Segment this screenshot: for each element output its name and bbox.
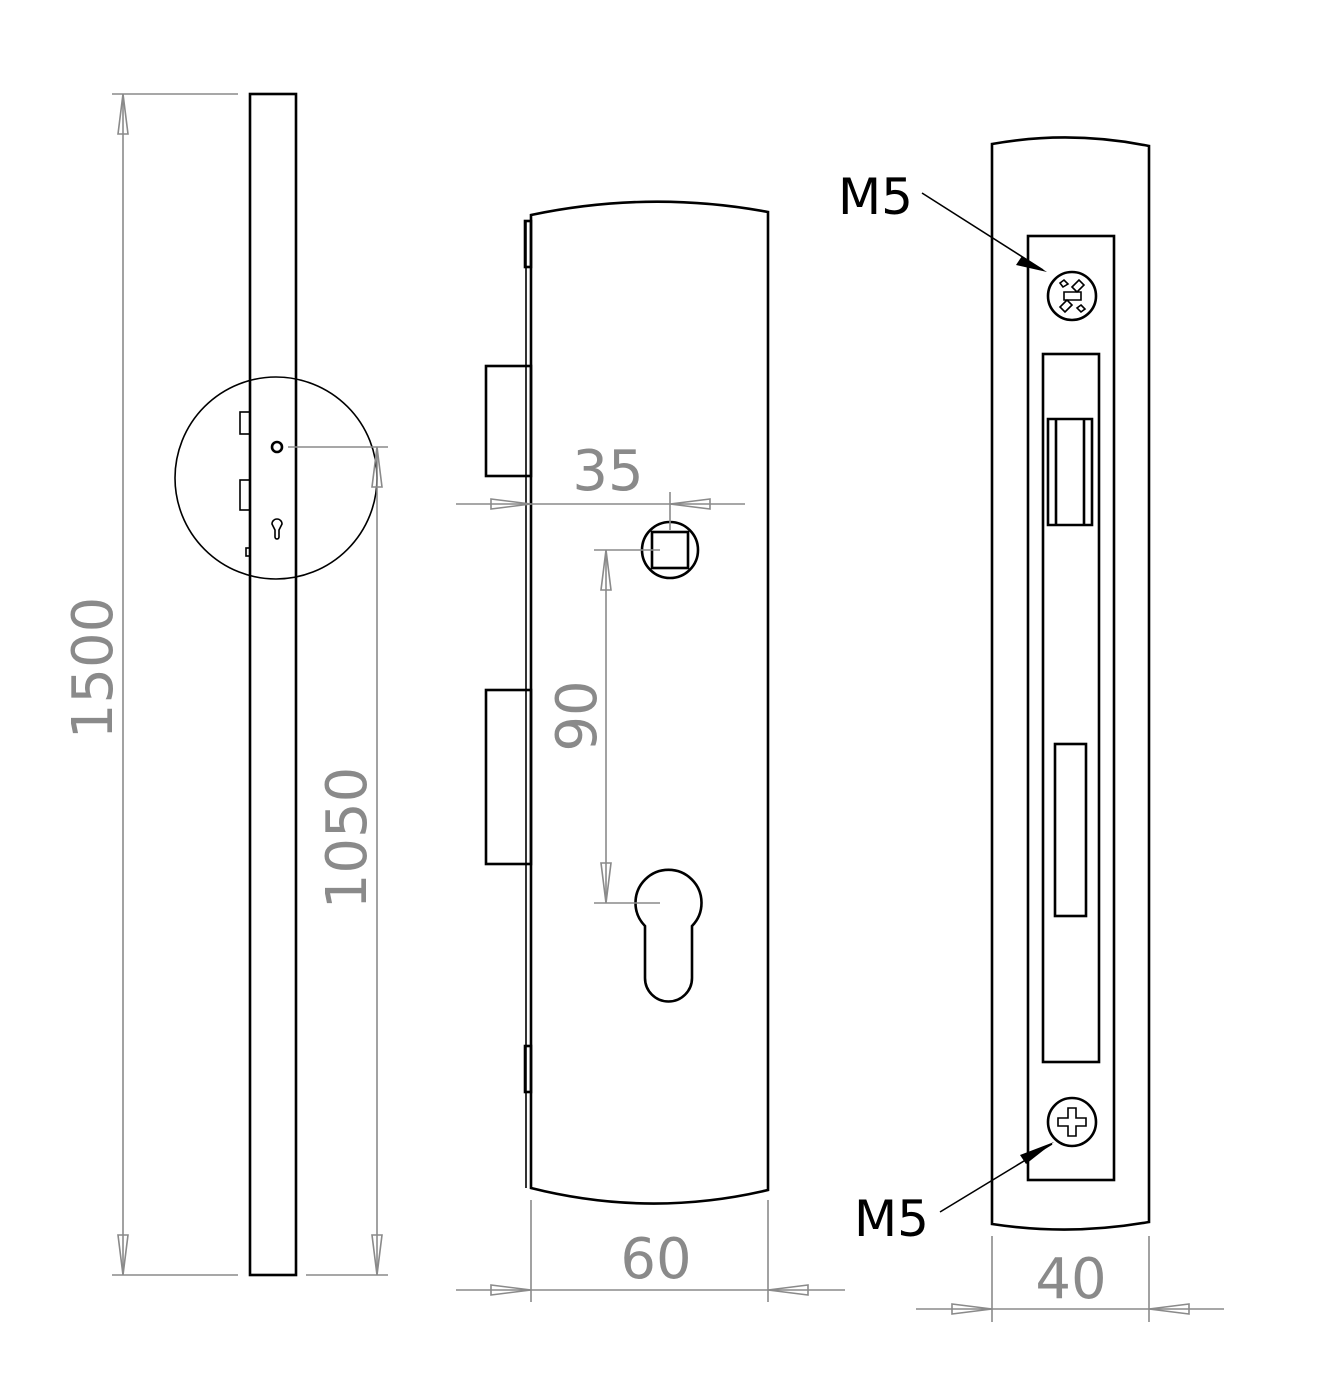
plate-tab-top <box>523 219 533 269</box>
dimension-center-distance: 90 <box>545 549 660 904</box>
dimension-90-label: 90 <box>545 680 610 751</box>
faceplate-view <box>990 136 1151 1231</box>
detail-spindle-hole <box>270 440 284 454</box>
faceplate-outline <box>990 136 1151 1231</box>
callout-bottom-screw: M5 <box>854 1142 1054 1248</box>
dimension-handle-height: 1050 <box>288 446 388 1276</box>
dimension-1050-label: 1050 <box>315 767 380 910</box>
screw-bottom <box>1046 1096 1098 1148</box>
plate-view <box>484 200 770 1205</box>
bolt-slot <box>1053 742 1088 918</box>
dimension-35-label: 35 <box>572 439 643 504</box>
screw-top <box>1046 270 1098 322</box>
forend-inner <box>1041 352 1101 1064</box>
latch-bolt <box>484 364 533 478</box>
callout-top-screw: M5 <box>838 168 1047 272</box>
dimension-40-label: 40 <box>1035 1247 1106 1312</box>
callout-top-label: M5 <box>838 168 913 226</box>
plate-tab-bottom <box>523 1044 533 1094</box>
forend-plate <box>1026 234 1116 1182</box>
dimension-plate-width: 60 <box>456 1200 845 1302</box>
dimension-1500-label: 1500 <box>61 597 126 740</box>
dead-bolt <box>484 688 533 866</box>
dimension-faceplate-width: 40 <box>916 1236 1224 1322</box>
detail-notch <box>245 547 251 557</box>
detail-circle <box>174 376 378 580</box>
detail-keyhole <box>271 518 283 540</box>
detail-latch-top <box>239 411 251 435</box>
bar-outline <box>248 92 298 1277</box>
callout-bottom-label: M5 <box>854 1190 929 1248</box>
latch-slot <box>1046 417 1094 527</box>
screw-top-cross-icon <box>1058 278 1087 314</box>
plate-outline <box>529 200 770 1205</box>
side-view <box>174 92 378 1277</box>
dimension-overall-height: 1500 <box>61 93 238 1276</box>
dimension-60-label: 60 <box>620 1227 691 1292</box>
dimension-backset: 35 <box>456 439 745 530</box>
detail-latch-bottom <box>239 479 251 511</box>
cylinder-cutout <box>634 868 703 1003</box>
screw-bottom-cross-icon <box>1057 1107 1087 1137</box>
